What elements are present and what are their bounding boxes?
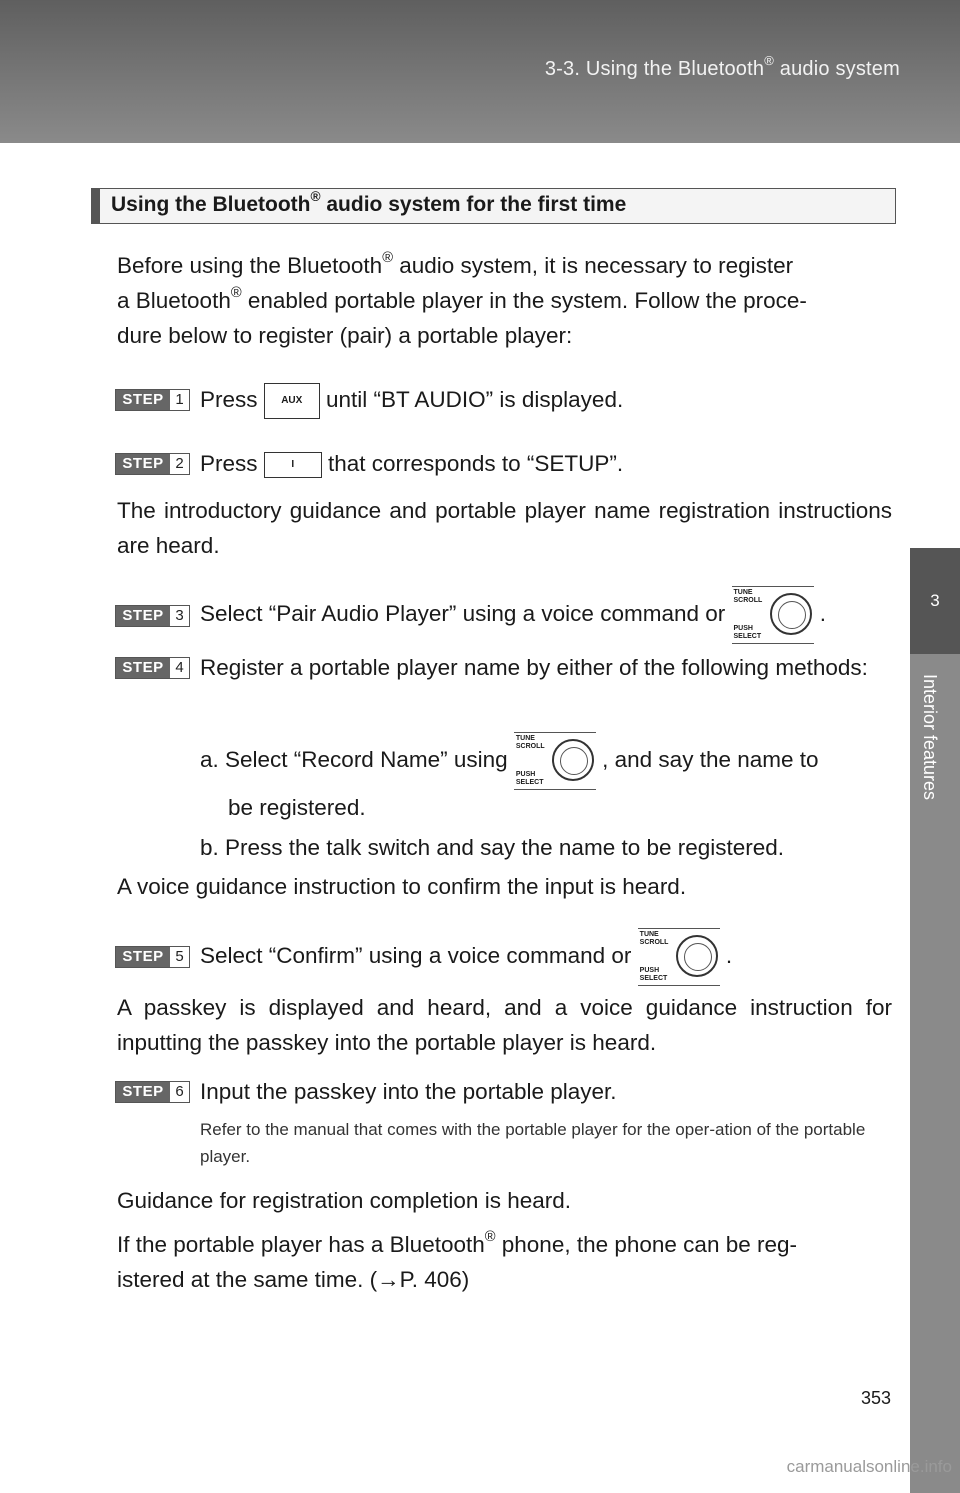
page-header: 3-3. Using the Bluetooth® audio system (0, 0, 960, 143)
chapter-label-strip: Interior features (910, 654, 960, 1493)
section-heading-box: Using the Bluetooth® audio system for th… (91, 188, 896, 224)
chapter-label: Interior features (920, 674, 940, 801)
header-section-title: 3-3. Using the Bluetooth® audio system (544, 53, 900, 80)
step-4-text: Register a portable player name by eithe… (200, 655, 868, 680)
watermark: carmanualsonline.info (786, 1457, 952, 1476)
arrow-right-icon: → (377, 1267, 400, 1292)
chapter-number: 3 (910, 548, 960, 654)
step-1-text: Press AUX until “BT AUDIO” is displayed. (200, 382, 890, 420)
step-3-text: Select “Pair Audio Player” using a voice… (200, 586, 895, 645)
page-reference-link[interactable]: P. 406) (399, 1267, 470, 1292)
step-5-note: A passkey is displayed and heard, and a … (117, 995, 892, 1055)
section-title: Using the Bluetooth® audio system for th… (111, 188, 627, 216)
chapter-side-tab[interactable]: 3 Interior features (910, 548, 960, 1493)
step-6-small-note: Refer to the manual that comes with the … (200, 1120, 866, 1166)
step-4-option-a-cont: be registered. (228, 795, 366, 820)
aux-button-icon: AUX (263, 383, 320, 420)
step-4-note: A voice guidance instruction to confirm … (117, 874, 687, 899)
page-number: 353 (861, 1388, 892, 1408)
intro-paragraph: Before using the Bluetooth® audio system… (117, 250, 807, 348)
preset-button-1-icon: I (263, 452, 322, 479)
step-2-note: The introductory guidance and portable p… (117, 498, 892, 558)
step-6-text: Input the passkey into the portable play… (200, 1079, 617, 1104)
step-2-text: Press I that corresponds to “SETUP”. (200, 446, 890, 481)
step-4-option-b: b. Press the talk switch and say the nam… (200, 835, 785, 860)
completion-note: Guidance for registration completion is … (117, 1188, 571, 1213)
phone-note: If the portable player has a Bluetooth® … (117, 1229, 798, 1292)
step-5-text: Select “Confirm” using a voice command o… (200, 928, 890, 987)
